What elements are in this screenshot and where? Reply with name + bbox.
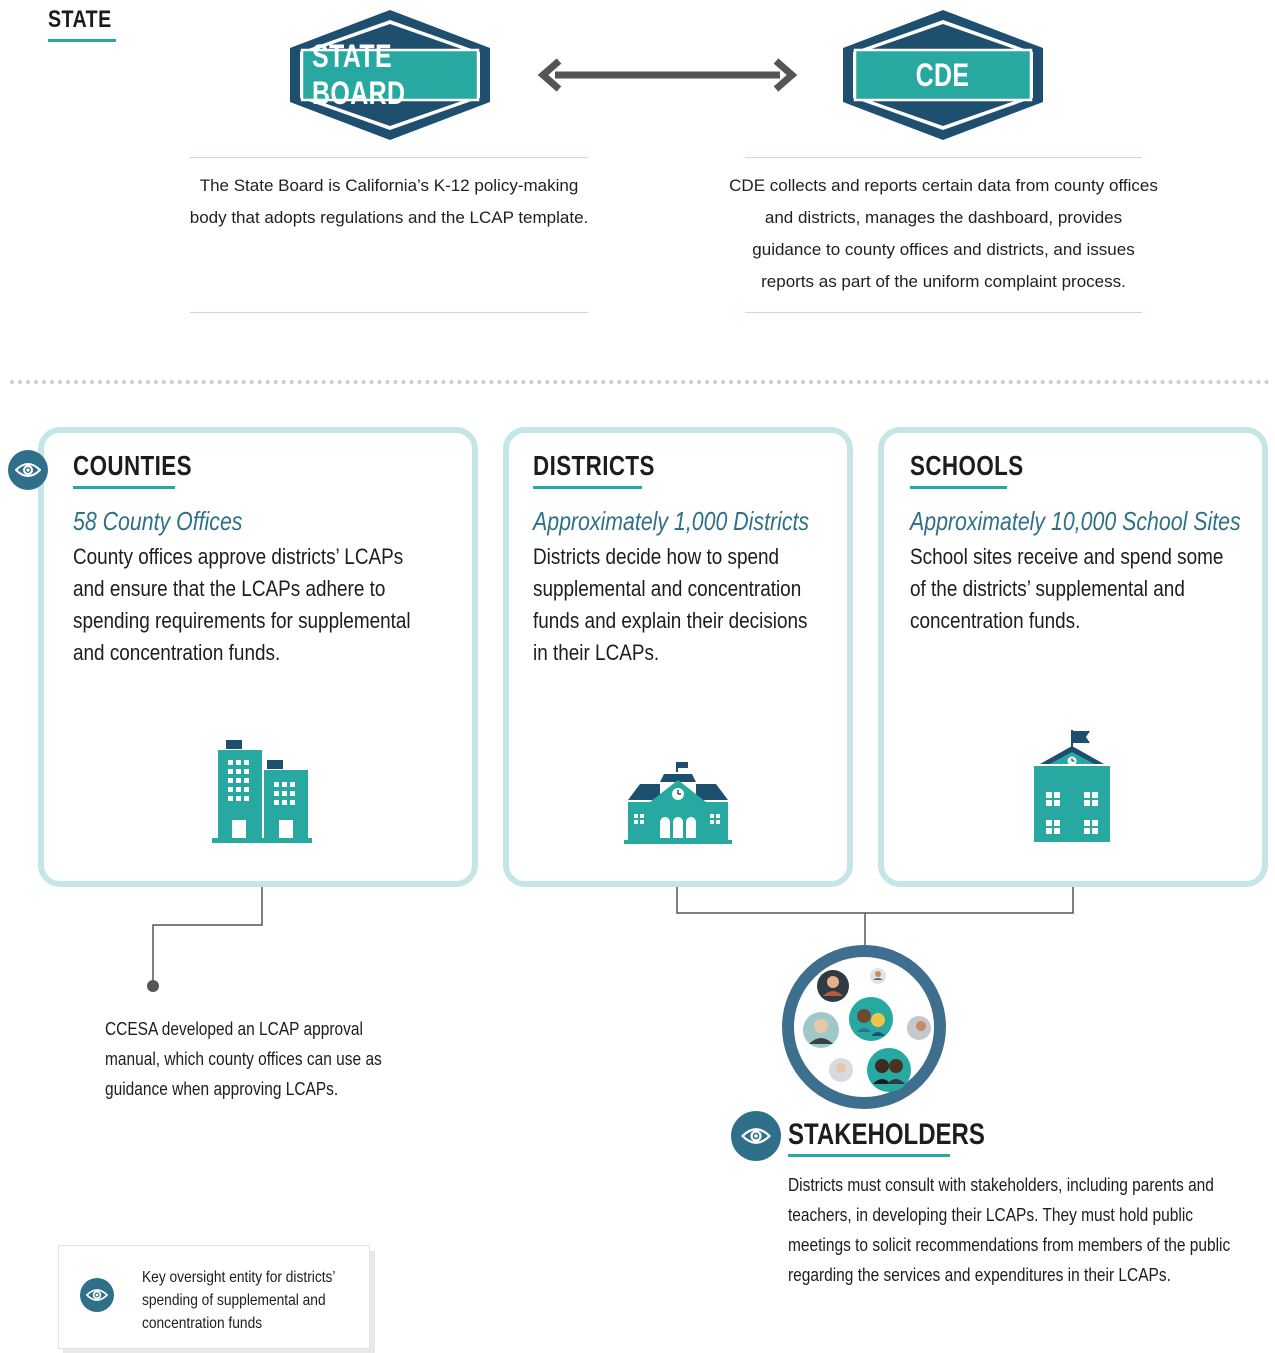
- state-board-description: The State Board is California’s K-12 pol…: [189, 176, 589, 227]
- cde-badge: CDE: [843, 10, 1043, 140]
- section-separator: [10, 380, 1270, 384]
- cde-hexagon: [843, 10, 1043, 140]
- school-building-icon: [1034, 730, 1110, 842]
- state-board-rule-bottom: [190, 312, 588, 313]
- cde-rule-top: [745, 157, 1142, 158]
- stakeholders-group-icon: [782, 945, 946, 1109]
- eye-icon: [15, 463, 41, 477]
- state-label-underline: [48, 39, 116, 42]
- legend-text: Key oversight entity for districts’ spen…: [142, 1269, 335, 1332]
- office-buildings-icon: [212, 740, 312, 843]
- stakeholders-title-underline: [788, 1154, 950, 1157]
- districts-subtitle: Approximately 1,000 Districts: [533, 506, 810, 536]
- counties-body: County offices approve districts’ LCAPs …: [73, 544, 411, 665]
- eye-icon: [741, 1128, 771, 1144]
- counties-subtitle: 58 County Offices: [73, 506, 243, 536]
- cde-rule-bottom: [745, 312, 1142, 313]
- districts-title-underline: [533, 486, 642, 489]
- state-board-hexagon: [290, 10, 490, 140]
- state-section-label: STATE: [48, 6, 112, 33]
- state-board-rule-top: [190, 157, 588, 158]
- counties-title-underline: [73, 486, 175, 489]
- ccesa-note: CCESA developed an LCAP approval manual,…: [105, 1019, 382, 1099]
- state-board-label: STATE BOARD: [312, 38, 406, 111]
- schools-body: School sites receive and spend some of t…: [910, 544, 1224, 633]
- oversight-badge-stakeholders: [731, 1111, 781, 1161]
- schools-subtitle: Approximately 10,000 School Sites: [910, 506, 1241, 536]
- state-board-badge: STATE BOARD: [290, 10, 490, 140]
- districts-title: DISTRICTS: [533, 450, 655, 481]
- double-arrow-icon: [537, 58, 798, 92]
- oversight-badge-counties: [8, 450, 48, 490]
- districts-body: Districts decide how to spend supplement…: [533, 544, 808, 665]
- legend-oversight-badge: [80, 1278, 114, 1312]
- person-avatars: [803, 968, 931, 1092]
- schools-title-underline: [910, 486, 1007, 489]
- cde-label: CDE: [916, 56, 970, 93]
- stakeholders-title: STAKEHOLDERS: [788, 1118, 985, 1151]
- eye-icon: [86, 1289, 108, 1301]
- schools-title: SCHOOLS: [910, 450, 1024, 481]
- cde-description: CDE collects and reports certain data fr…: [729, 176, 1158, 291]
- schoolhouse-icon: [624, 762, 732, 844]
- stakeholders-body: Districts must consult with stakeholders…: [788, 1175, 1231, 1285]
- counties-title: COUNTIES: [73, 450, 192, 481]
